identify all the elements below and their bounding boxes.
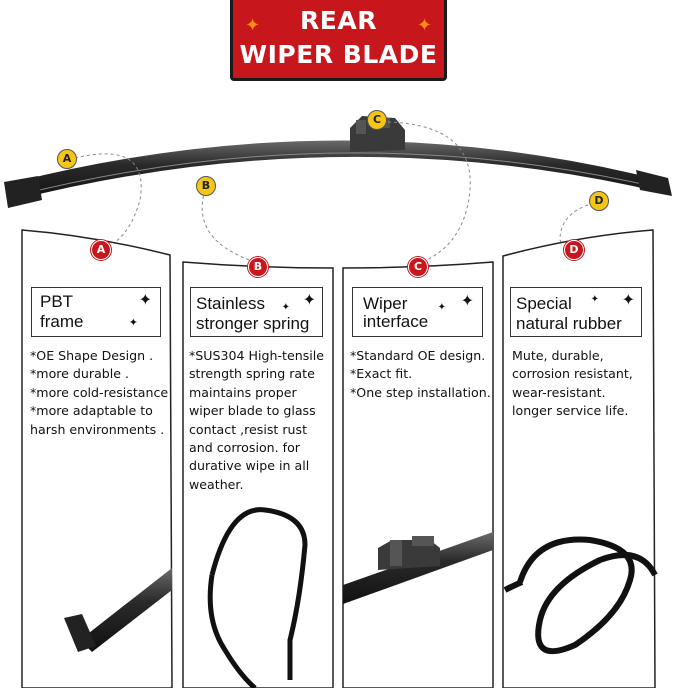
title-banner: ✦ ✦ REAR WIPER BLADE — [230, 0, 447, 81]
sparkle-icon: ✦ — [590, 294, 599, 305]
panel-b-badge: B — [248, 257, 268, 277]
panel-d-title-box: Special natural rubber ✦ ✦ — [510, 287, 642, 337]
callout-c-badge: C — [367, 110, 387, 130]
feature-panels — [21, 229, 656, 688]
panel-a-title-line2: frame — [40, 312, 84, 331]
panel-a-description: *OE Shape Design . *more durable . *more… — [30, 348, 169, 437]
wiper-connector-photo — [343, 532, 493, 604]
panel-c-title-line1: Wiper — [363, 294, 408, 313]
sparkle-icon: ✦ — [460, 293, 474, 310]
panel-c-badge: C — [408, 257, 428, 277]
panel-b-title-line2: stronger spring — [196, 314, 310, 333]
callout-d-badge: D — [589, 191, 609, 211]
panel-c-title-line2: interface — [363, 312, 429, 331]
panel-d-badge: D — [564, 240, 584, 260]
sparkle-icon: ✦ — [138, 292, 152, 309]
panel-d-title-line1: Special — [516, 294, 572, 313]
sparkle-icon: ✦ — [621, 292, 635, 309]
panel-b-title-box: Stainless stronger spring ✦ ✦ — [190, 287, 323, 337]
sparkle-icon: ✦ — [302, 292, 316, 309]
callout-a-badge: A — [57, 149, 77, 169]
spring-steel-loop-photo — [207, 507, 308, 688]
panel-a-title-line1: PBT — [40, 292, 74, 311]
sparkle-icon: ✦ — [245, 15, 261, 36]
panel-c-description: *Standard OE design. *Exact fit. *One st… — [350, 348, 491, 400]
banner-title-line2: WIPER BLADE — [239, 40, 438, 69]
banner-title-line1: REAR — [300, 6, 377, 35]
sparkle-icon: ✦ — [437, 302, 446, 313]
panel-d-title-line2: natural rubber — [516, 314, 622, 333]
wiper-blade-main — [4, 116, 672, 208]
panel-c-title-box: Wiper interface ✦ ✦ — [352, 287, 483, 337]
sparkle-icon: ✦ — [281, 302, 290, 313]
callout-b-badge: B — [196, 176, 216, 196]
panel-b-title-line1: Stainless — [196, 294, 265, 313]
rubber-strip-loop-photo — [503, 536, 658, 655]
panel-b-description: *SUS304 High-tensile strength spring rat… — [189, 348, 325, 492]
panel-a-badge: A — [91, 240, 111, 260]
sparkle-icon: ✦ — [416, 15, 432, 36]
sparkle-icon: ✦ — [128, 317, 138, 329]
wiper-blade-end-photo — [64, 568, 172, 652]
panel-a-title-box: PBT frame ✦ ✦ — [31, 287, 161, 337]
panel-d-description: Mute, durable, corrosion resistant, wear… — [512, 348, 633, 419]
